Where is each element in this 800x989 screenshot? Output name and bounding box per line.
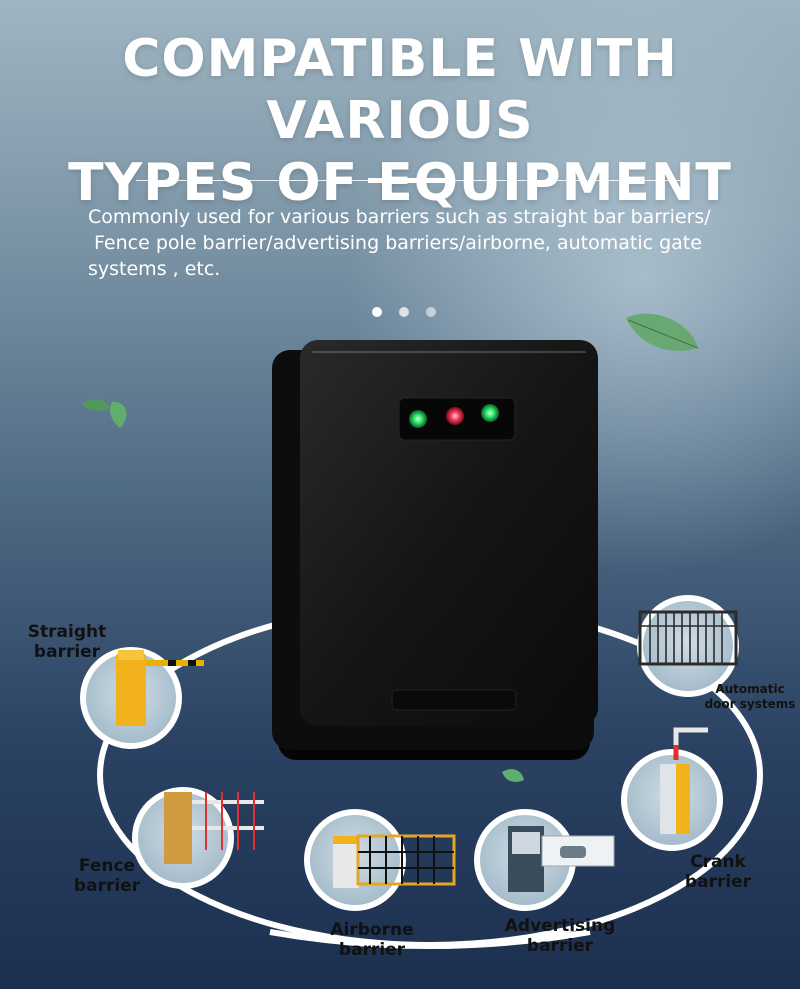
label-airborne-barrier: Airborne barrier (320, 920, 424, 960)
advertising-barrier-icon (474, 809, 615, 911)
subtitle-line-2: Fence pole barrier/advertising barriers/… (88, 232, 702, 254)
carousel-dot-1[interactable] (372, 307, 382, 317)
label-line-1: Advertising (504, 916, 616, 936)
label-line-2: barrier (33, 642, 101, 662)
label-advertising-barrier: Advertising barrier (490, 916, 630, 956)
label-line-2: barrier (684, 872, 752, 892)
leaf-icon (82, 399, 127, 428)
airborne-barrier-icon (304, 809, 456, 911)
subtitle: Commonly used for various barriers such … (88, 204, 748, 282)
label-line-1: Straight (27, 622, 107, 642)
carousel-dot-3[interactable] (426, 307, 436, 317)
green-led-icon (481, 404, 499, 422)
straight-barrier-icon (80, 647, 204, 749)
label-line-2: barrier (338, 940, 406, 960)
label-line-1: Airborne (330, 920, 414, 940)
green-led-icon (409, 410, 427, 428)
fence-barrier-icon (132, 787, 264, 889)
label-line-2: door systems (704, 697, 796, 711)
label-automatic-door: Automatic door systems (702, 682, 798, 712)
subtitle-line-1: Commonly used for various barriers such … (88, 206, 711, 228)
label-line-1: Fence (78, 856, 136, 876)
leaf-icon (626, 313, 699, 351)
label-line-2: barrier (73, 876, 141, 896)
carousel-dots (372, 307, 436, 317)
crank-barrier-icon (621, 727, 723, 851)
subtitle-line-3: systems , etc. (88, 258, 221, 280)
label-line-1: Crank (690, 852, 746, 872)
label-crank-barrier: Crank barrier (676, 852, 760, 892)
title-line-1: COMPATIBLE WITH VARIOUS (122, 29, 678, 151)
rfid-reader-device (272, 340, 598, 760)
title-line-2: TYPES OF EQUIPMENT (68, 153, 732, 213)
leaf-icon (502, 769, 524, 782)
automatic-door-icon (637, 595, 739, 697)
label-straight-barrier: Straight barrier (24, 622, 110, 662)
label-fence-barrier: Fence barrier (64, 856, 150, 896)
red-led-icon (446, 407, 464, 425)
divider-accent (368, 178, 450, 183)
page-title: COMPATIBLE WITH VARIOUS TYPES OF EQUIPME… (0, 28, 800, 214)
label-line-2: barrier (526, 936, 594, 956)
carousel-dot-2[interactable] (399, 307, 409, 317)
label-line-1: Automatic (715, 682, 785, 696)
